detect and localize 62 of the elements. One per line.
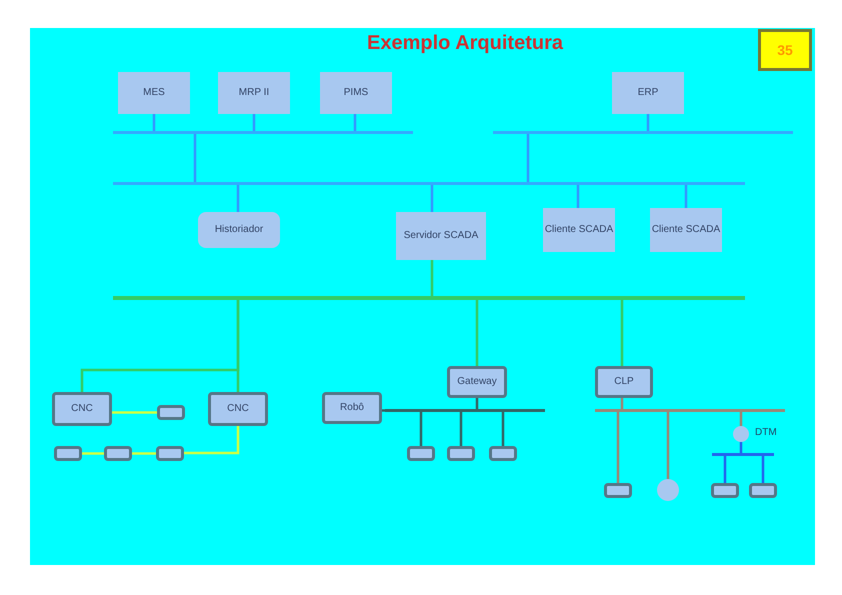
connector-line: [194, 134, 196, 182]
connector-line: [82, 452, 104, 455]
connector-line: [80, 300, 240, 392]
system-box: Cliente SCADA: [543, 208, 615, 252]
device-box: [104, 446, 132, 461]
device-box: Robô: [322, 392, 382, 424]
connector-line: [252, 114, 256, 131]
system-box: Historiador: [198, 212, 280, 248]
connector-line: [526, 134, 530, 182]
connector-line: [132, 452, 156, 455]
connector-line: [430, 185, 434, 212]
connector-line: [616, 412, 620, 483]
device-box: [157, 405, 185, 420]
connector-line: [576, 185, 580, 208]
device-box: [54, 446, 82, 461]
device-box: [604, 483, 632, 498]
connector-line: [502, 412, 504, 446]
system-box: Cliente SCADA: [650, 208, 722, 252]
connector-line: [684, 185, 688, 208]
diagram-title: Exemplo Arquitetura: [366, 32, 564, 55]
connector-line: [740, 442, 742, 453]
system-box: ERP: [612, 72, 684, 114]
page-number-badge: 35: [758, 29, 812, 71]
device-box: [156, 446, 184, 461]
device-box: [489, 446, 517, 461]
connector-line: [430, 260, 434, 296]
connector-line: [354, 114, 356, 131]
system-box: MRP II: [218, 72, 290, 114]
device-box: Gateway: [447, 366, 507, 398]
bus-line: [595, 409, 785, 412]
connector-line: [666, 412, 670, 479]
bus-line: [385, 409, 545, 412]
system-box: MES: [118, 72, 190, 114]
node-caption: DTM: [755, 427, 777, 438]
connector-line: [152, 114, 156, 131]
connector-line: [620, 398, 624, 409]
device-box: CNC: [52, 392, 112, 426]
bus-line: [712, 453, 774, 456]
device-box: [447, 446, 475, 461]
connector-line: [620, 300, 624, 366]
connector-line: [236, 185, 240, 212]
device-box: [407, 446, 435, 461]
device-box: CNC: [208, 392, 268, 426]
connector-line: [476, 398, 478, 409]
connector-line: [740, 412, 742, 426]
connector-line: [382, 409, 385, 412]
device-box: [711, 483, 739, 498]
bus-line: [113, 182, 745, 185]
connector-line: [724, 456, 726, 483]
connector-line: [646, 114, 650, 131]
bus-line: [113, 131, 413, 134]
device-box: CLP: [595, 366, 653, 398]
connector-line: [762, 456, 764, 483]
connector-line: [184, 426, 240, 454]
system-box: PIMS: [320, 72, 392, 114]
system-box: Servidor SCADA: [396, 212, 486, 260]
device-box: [749, 483, 777, 498]
connector-line: [460, 412, 462, 446]
connector-line: [112, 411, 157, 414]
connector-line: [420, 412, 422, 446]
bus-line: [493, 131, 793, 134]
connector-line: [476, 300, 478, 366]
